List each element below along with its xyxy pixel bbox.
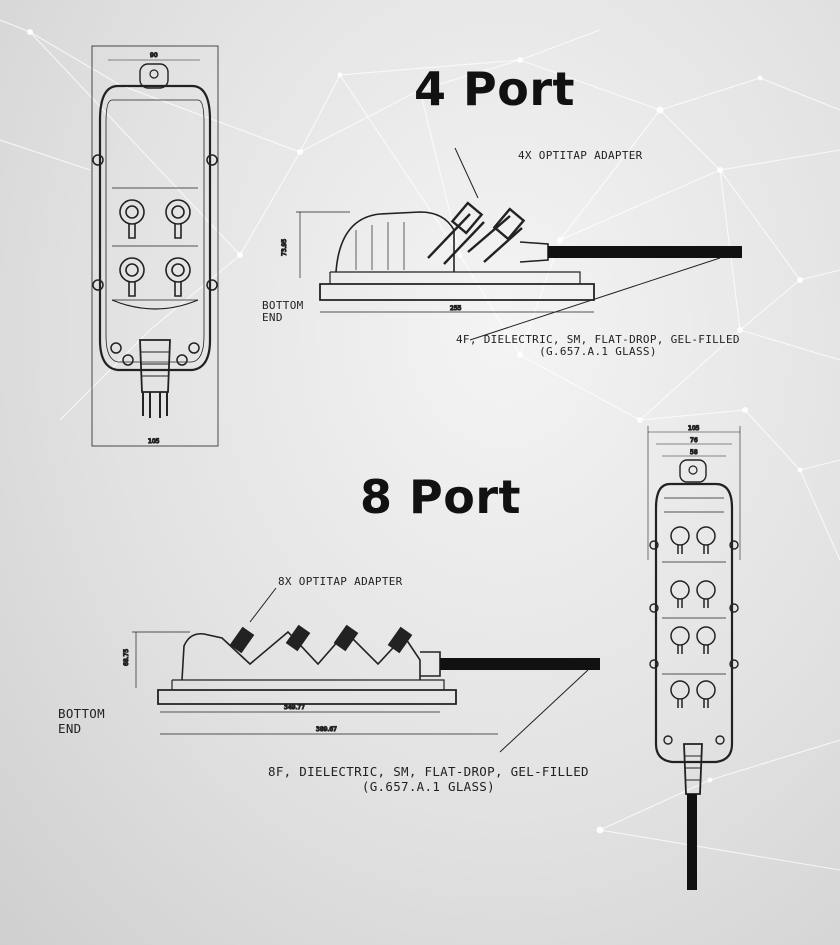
glass-spec-line: (G.657.A.1 GLASS) <box>361 779 495 794</box>
end-label: END <box>262 311 283 324</box>
four-port-top-view: 90 105 <box>91 45 219 447</box>
dim-top-inner: 58 <box>690 449 698 456</box>
eight-port-top-view: 105 76 58 <box>647 424 741 890</box>
eight-port-adapter-note: 8X OPTITAP ADAPTER <box>278 575 403 588</box>
eight-port-cable-note: 8F, DIELECTRIC, SM, FLAT-DROP, GEL-FILLE… <box>268 764 589 794</box>
eight-port-bottom-end: BOTTOM END <box>58 706 105 736</box>
dim-height-8: 68.75 <box>123 649 130 666</box>
end-label: END <box>58 721 82 736</box>
dim-length-outer: 389.67 <box>316 726 337 733</box>
four-port-side-view: 73.95 255 <box>280 147 742 341</box>
bottom-label: BOTTOM <box>58 706 105 721</box>
cable-spec-line: 8F, DIELECTRIC, SM, FLAT-DROP, GEL-FILLE… <box>268 764 589 779</box>
four-port-title: 4 Port <box>414 62 576 116</box>
four-port-bottom-end: BOTTOM END <box>262 300 304 324</box>
eight-port-side-view: 68.75 349.77 389.67 <box>122 587 600 753</box>
dim-height: 73.95 <box>281 239 288 256</box>
dim-top-mid: 76 <box>690 437 698 444</box>
dim-length-inner: 349.77 <box>284 704 305 711</box>
dim-length: 255 <box>450 305 462 312</box>
dim-bottom-width: 105 <box>148 438 160 445</box>
cable-spec-line: 4F, DIELECTRIC, SM, FLAT-DROP, GEL-FILLE… <box>456 333 740 346</box>
dim-top-outer: 105 <box>688 425 700 432</box>
glass-spec-line: (G.657.A.1 GLASS) <box>539 345 657 358</box>
dim-top-width: 90 <box>150 52 158 59</box>
four-port-adapter-note: 4X OPTITAP ADAPTER <box>518 149 643 162</box>
bottom-label: BOTTOM <box>262 299 304 312</box>
four-port-cable-note: 4F, DIELECTRIC, SM, FLAT-DROP, GEL-FILLE… <box>456 334 740 358</box>
eight-port-title: 8 Port <box>360 470 522 524</box>
